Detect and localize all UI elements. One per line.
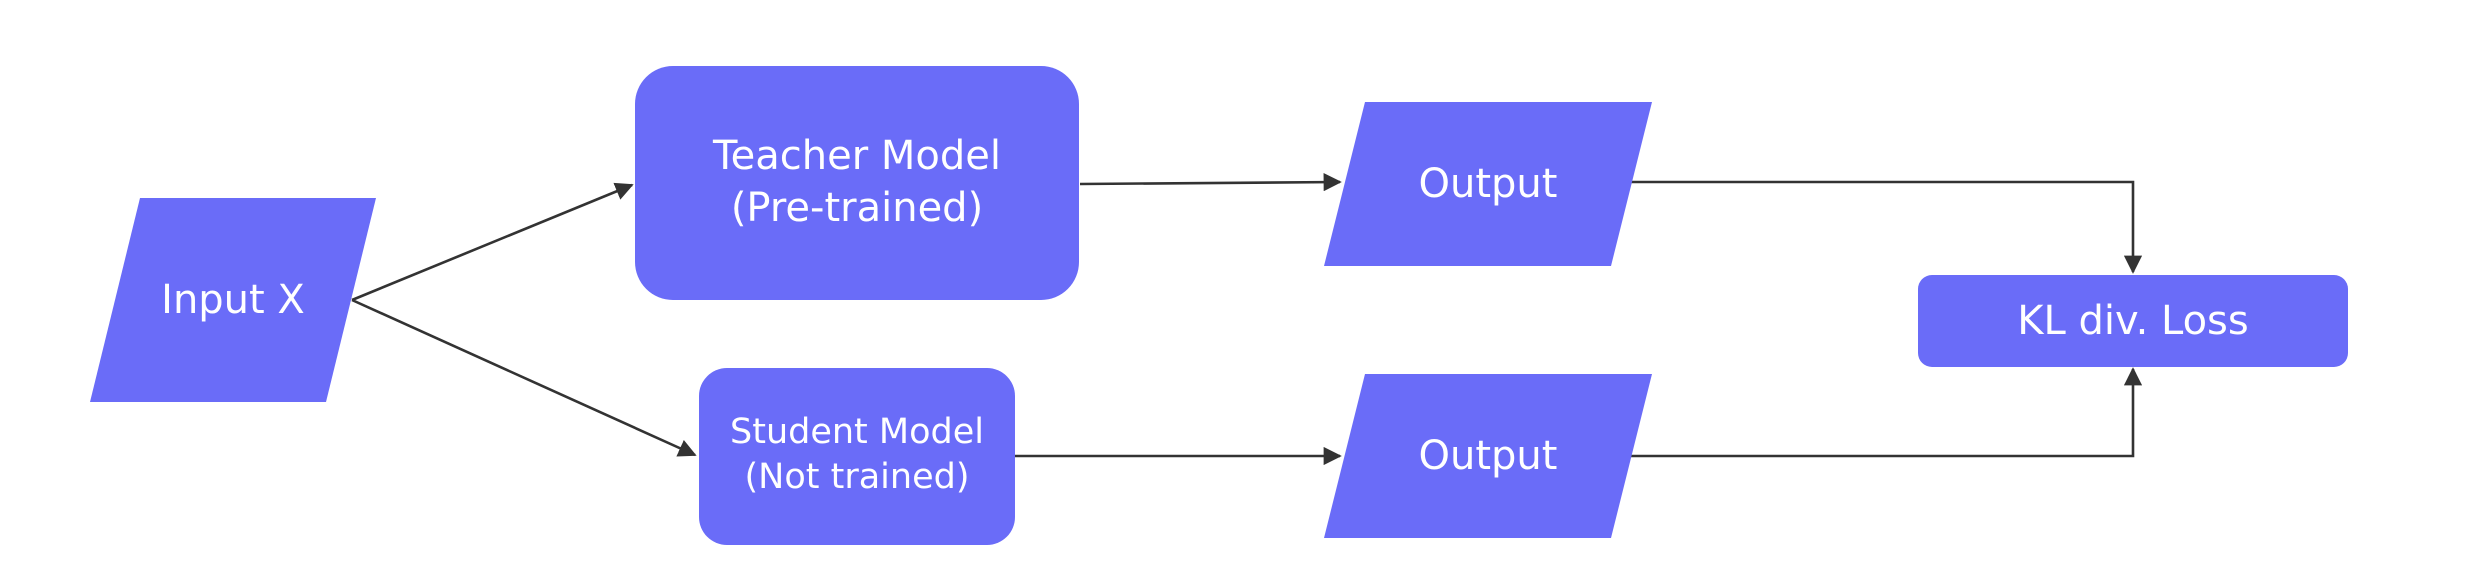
student-label-line2: (Not trained) [745,457,970,497]
student-output-shape [1324,374,1652,538]
loss-label: KL div. Loss [2017,298,2248,344]
edge-teacher-output-to-loss [1630,180,2143,274]
edge-student-output-to-loss [1630,367,2143,458]
teacher-output-label: Output [1419,161,1558,207]
student-output-node: Output [1324,374,1652,538]
edge-input-to-teacher [351,182,634,302]
teacher-node: Teacher Model (Pre-trained) [635,66,1079,300]
student-output-label: Output [1419,433,1558,479]
edges [351,173,2143,466]
input-node: Input X [90,198,376,402]
loss-node: KL div. Loss [1918,275,2348,367]
loss-shape [1918,275,2348,367]
edge-teacher-to-output [1079,173,1342,192]
input-label: Input X [161,277,305,323]
teacher-shape [635,66,1079,300]
student-shape [699,368,1015,545]
edge-input-to-student [351,298,697,457]
student-node: Student Model (Not trained) [699,368,1015,545]
teacher-label-line1: Teacher Model [712,133,1001,179]
input-shape [90,198,376,402]
student-label-line1: Student Model [730,412,984,452]
teacher-label-line2: (Pre-trained) [731,185,983,231]
teacher-output-node: Output [1324,102,1652,266]
teacher-output-shape [1324,102,1652,266]
